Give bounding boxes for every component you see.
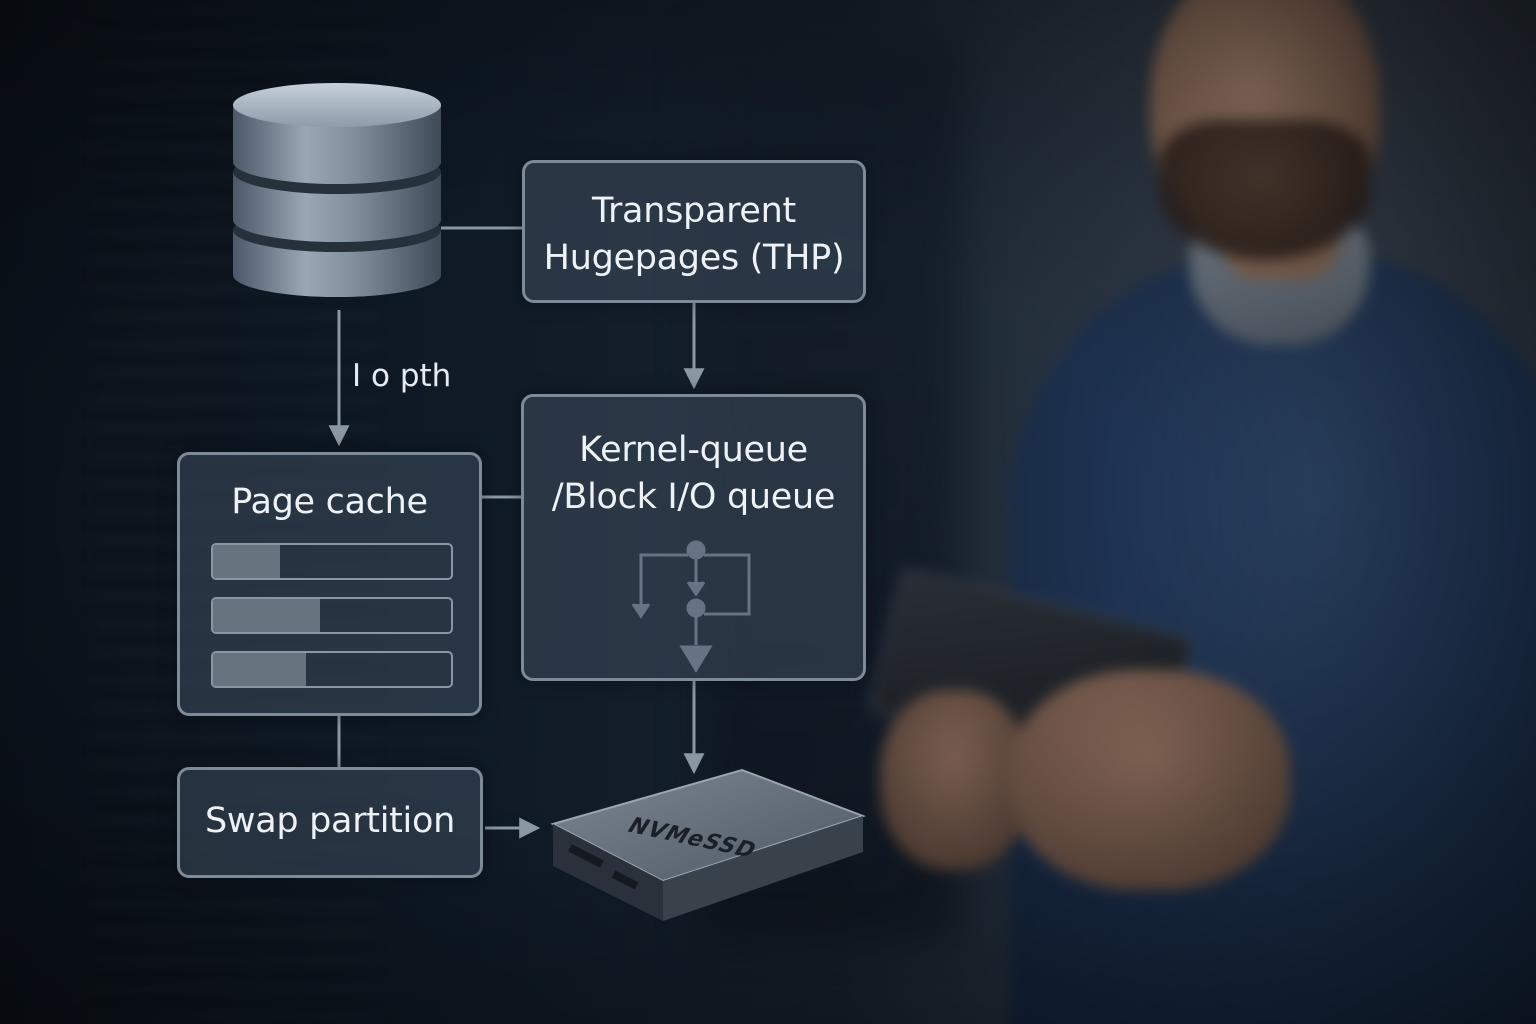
cache-bar-2 <box>211 597 453 634</box>
kernel-queue-label-line1: Kernel-queue <box>579 430 808 470</box>
kernel-queue-node[interactable]: Kernel-queue /Block I/O queue <box>521 394 866 681</box>
database-icon <box>233 83 441 297</box>
swap-partition-node[interactable]: Swap partition <box>177 767 483 878</box>
swap-partition-label: Swap partition <box>205 801 455 841</box>
ssd-icon <box>550 768 867 921</box>
kernel-queue-label-line2: /Block I/O queue <box>551 477 836 517</box>
io-path-label: I o pth <box>352 358 452 394</box>
thp-label-line1: Transparent <box>592 191 796 231</box>
thp-label-line2: Hugepages (THP) <box>543 238 845 278</box>
cache-bar-3 <box>211 651 453 688</box>
page-cache-node[interactable]: Page cache <box>177 452 482 716</box>
cache-bar-2-fill <box>213 599 321 632</box>
thp-node[interactable]: Transparent Hugepages (THP) <box>522 160 866 303</box>
cache-bar-1 <box>211 543 453 580</box>
cache-bar-3-fill <box>213 653 306 686</box>
cache-bar-1-fill <box>213 545 280 578</box>
page-cache-title: Page cache <box>231 482 428 522</box>
